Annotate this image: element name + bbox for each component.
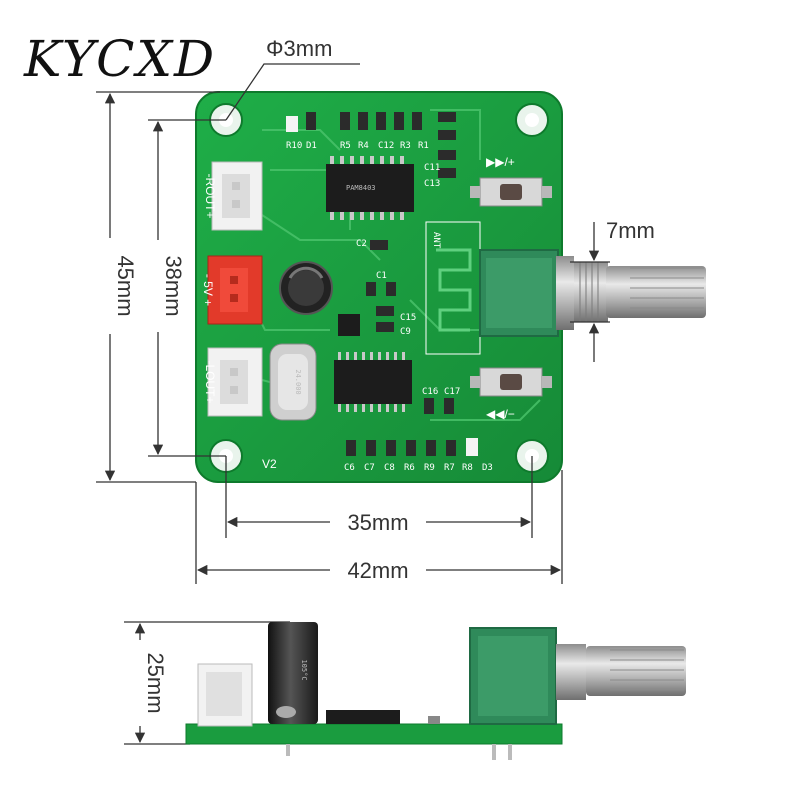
silk-button-top: ▶▶/+ <box>486 155 515 169</box>
smd-components <box>286 112 478 456</box>
pcb-edge <box>185 723 563 745</box>
electrolytic-capacitor <box>279 261 333 315</box>
silk-label-d3: D3 <box>482 463 493 473</box>
silk-label-c16: C16 <box>422 387 438 397</box>
silk-label-r6: R6 <box>404 463 415 473</box>
next-volume-up-button <box>470 177 552 207</box>
silk-right-out: -ROUT+ <box>203 174 217 219</box>
silk-antenna: ANT <box>431 232 441 249</box>
silk-label-r5: R5 <box>340 141 351 151</box>
label-backdrop <box>96 238 124 334</box>
hole-spacing-vertical-label: 38mm <box>161 255 186 316</box>
amplifier-chip: PAM8403 <box>326 156 414 220</box>
silk-label-c2: C2 <box>356 239 367 249</box>
silk-label-c17: C17 <box>444 387 460 397</box>
silk-label-c1: C1 <box>376 271 387 281</box>
silk-label-r10: R10 <box>286 141 302 151</box>
crystal-oscillator: 24.000 <box>269 343 317 421</box>
pcb-top-view: -ROUT+ - 5V + -LOUT+ PAM8403 24.000 <box>195 91 706 483</box>
pcb-side-view: 105°C <box>124 621 686 760</box>
silk-label-c8: C8 <box>384 463 395 473</box>
board-width-label: 42mm <box>347 558 408 583</box>
silk-left-out: -LOUT+ <box>203 360 217 403</box>
left-out-connector <box>207 347 263 417</box>
silk-label-c12: C12 <box>378 141 394 151</box>
dimension-lines <box>96 63 610 584</box>
silk-button-bottom: ◀◀/− <box>486 407 515 421</box>
hole-spacing-horizontal-label: 35mm <box>347 510 408 535</box>
silk-power: - 5V + <box>201 274 215 306</box>
silk-label-r8: R8 <box>462 463 473 473</box>
power-connector <box>207 255 263 325</box>
silk-version: V2 <box>262 457 277 471</box>
silk-label-c6: C6 <box>344 463 355 473</box>
label-backdrop <box>126 640 154 726</box>
capacitor-marking: 105°C <box>300 659 308 680</box>
hole-diameter-label: Φ3mm <box>266 36 332 61</box>
silk-label-r1: R1 <box>418 141 429 151</box>
silk-label-r9: R9 <box>424 463 435 473</box>
mounting-hole-icon <box>515 103 549 137</box>
volume-potentiometer <box>479 249 706 337</box>
silk-label-c15: C15 <box>400 313 416 323</box>
label-backdrop <box>330 556 426 584</box>
crystal-marking: 24.000 <box>294 369 302 394</box>
label-backdrop <box>144 240 172 332</box>
silk-label-c9: C9 <box>400 327 411 337</box>
label-backdrop <box>330 508 426 536</box>
right-out-connector <box>211 161 263 231</box>
silk-label-c11: C11 <box>424 163 440 173</box>
board-height-label: 45mm <box>113 255 138 316</box>
silk-label-d1: D1 <box>306 141 317 151</box>
shaft-width-label: 7mm <box>606 218 655 243</box>
bluetooth-chip <box>334 352 412 412</box>
prev-volume-down-button <box>470 367 552 397</box>
profile-height-label: 25mm <box>143 652 168 713</box>
side-capacitor <box>268 622 318 724</box>
silk-label-r3: R3 <box>400 141 411 151</box>
brand-logo: KYCXD <box>23 30 216 88</box>
silk-label-r4: R4 <box>358 141 369 151</box>
chip-marking: PAM8403 <box>346 184 376 192</box>
silk-label-c7: C7 <box>364 463 375 473</box>
side-chip <box>326 710 400 724</box>
silk-label-c13: C13 <box>424 179 440 189</box>
transistor <box>338 314 360 336</box>
silk-label-r7: R7 <box>444 463 455 473</box>
